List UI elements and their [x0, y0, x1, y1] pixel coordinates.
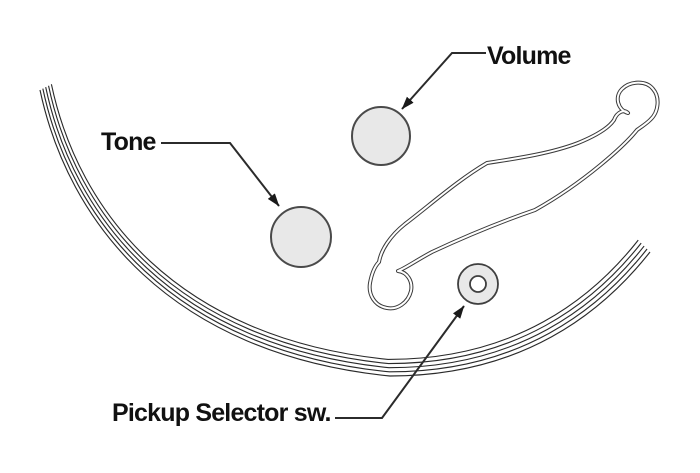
volume-knob [351, 106, 411, 166]
pickup-selector-label: Pickup Selector sw. [112, 399, 331, 427]
f-hole [367, 80, 660, 311]
body-edge-line [39, 89, 651, 377]
volume-leader-line [401, 52, 486, 110]
body-edge-line [42, 88, 648, 373]
volume-label: Volume [487, 42, 571, 70]
tone-label: Tone [101, 128, 156, 156]
f-hole-outer-outline [367, 80, 660, 311]
body-edge-line [50, 84, 639, 360]
tone-leader-line [161, 142, 280, 207]
body-edge-line [48, 85, 642, 365]
guitar-body-edge-lines [39, 84, 651, 377]
f-hole-inner-outline [368, 81, 659, 310]
pickup-selector-tip [469, 275, 487, 293]
pickup-selector-switch [457, 263, 499, 305]
pickup-selector-leader-line [335, 305, 465, 419]
body-edge-line [45, 87, 645, 369]
tone-knob [270, 206, 332, 268]
